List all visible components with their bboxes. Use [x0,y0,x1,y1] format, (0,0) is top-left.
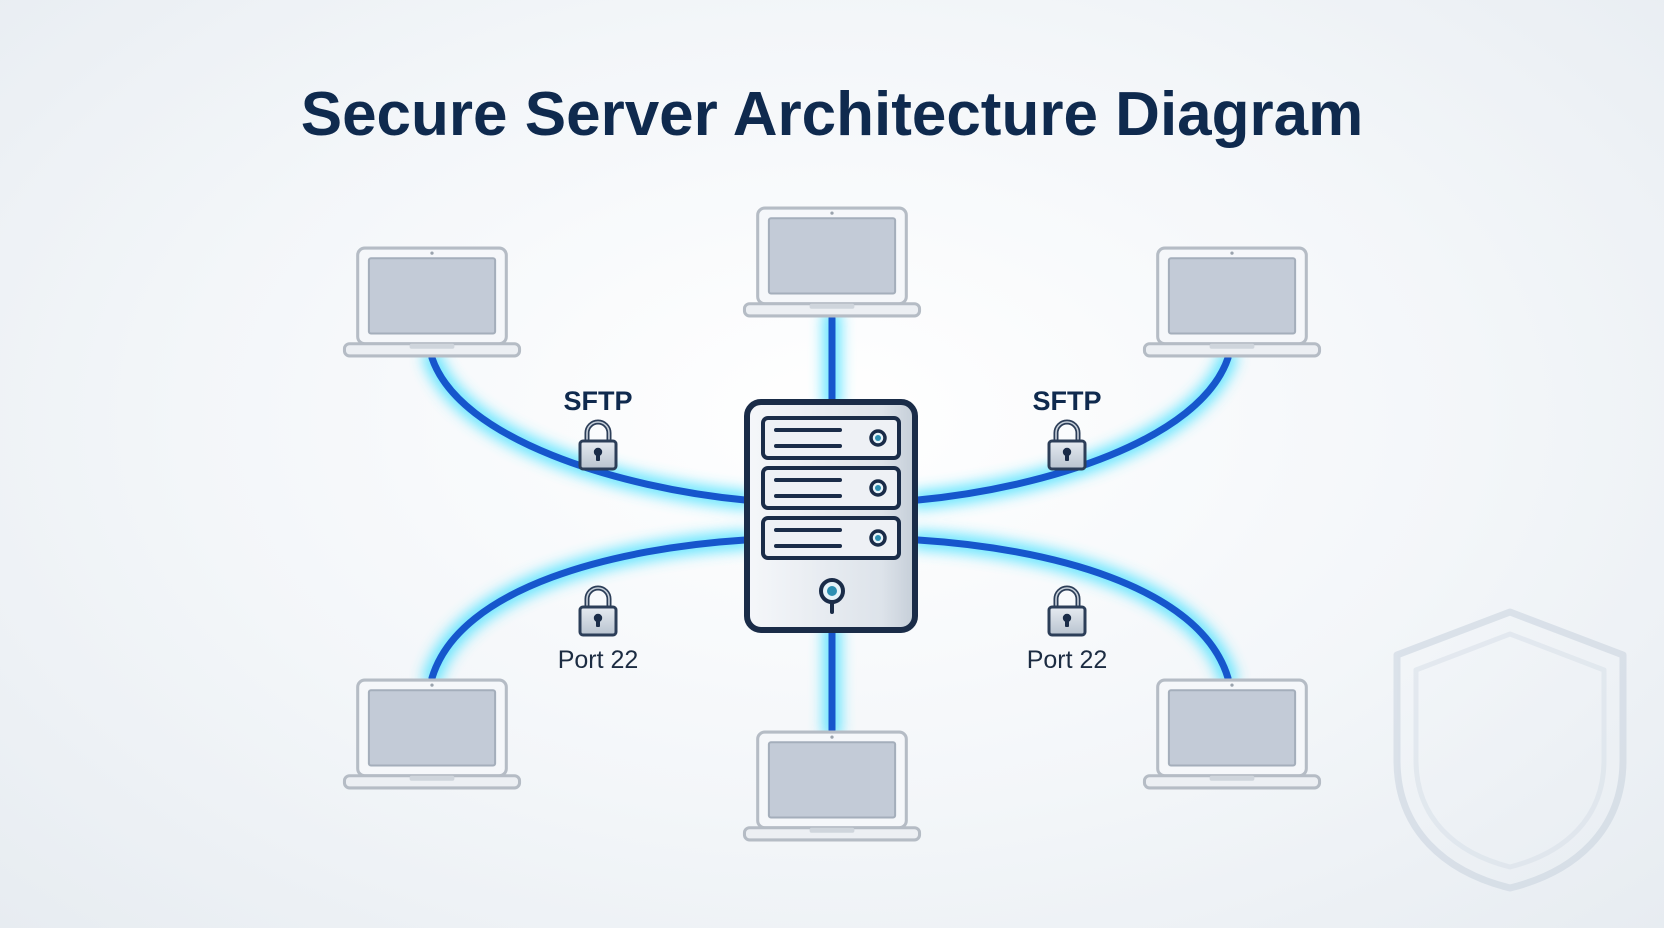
sftp-label-right: SFTP [1032,386,1101,416]
link-server-laptop-top-right [914,354,1232,504]
padlock-icon-lower-right [1049,588,1085,635]
server-unit-1 [761,416,901,460]
laptop-icon-bottom-center [742,730,922,842]
diagram-title: Secure Server Architecture Diagram [301,80,1364,149]
laptop-icon-top-right [1142,246,1322,358]
padlock-icon-lower-left [580,588,616,635]
laptop-icon-top-center [742,206,922,318]
server-unit-3 [761,516,901,560]
laptop-icon-bottom-left [342,678,522,790]
laptop-icon-bottom-right [1142,678,1322,790]
server-power-button [819,578,845,614]
padlock-icon-upper-right [1049,422,1085,469]
link-server-laptop-bottom-right [914,536,1232,682]
link-server-laptop-bottom-left [428,536,749,682]
port-label-left: Port 22 [558,646,639,674]
sftp-label-left: SFTP [563,386,632,416]
link-server-laptop-top-left [428,354,749,504]
server-rack-icon [744,399,918,633]
padlock-icon-upper-left [580,422,616,469]
laptop-icon-top-left [342,246,522,358]
shield-icon [1393,608,1627,892]
port-label-right: Port 22 [1027,646,1108,674]
server-unit-2 [761,466,901,510]
